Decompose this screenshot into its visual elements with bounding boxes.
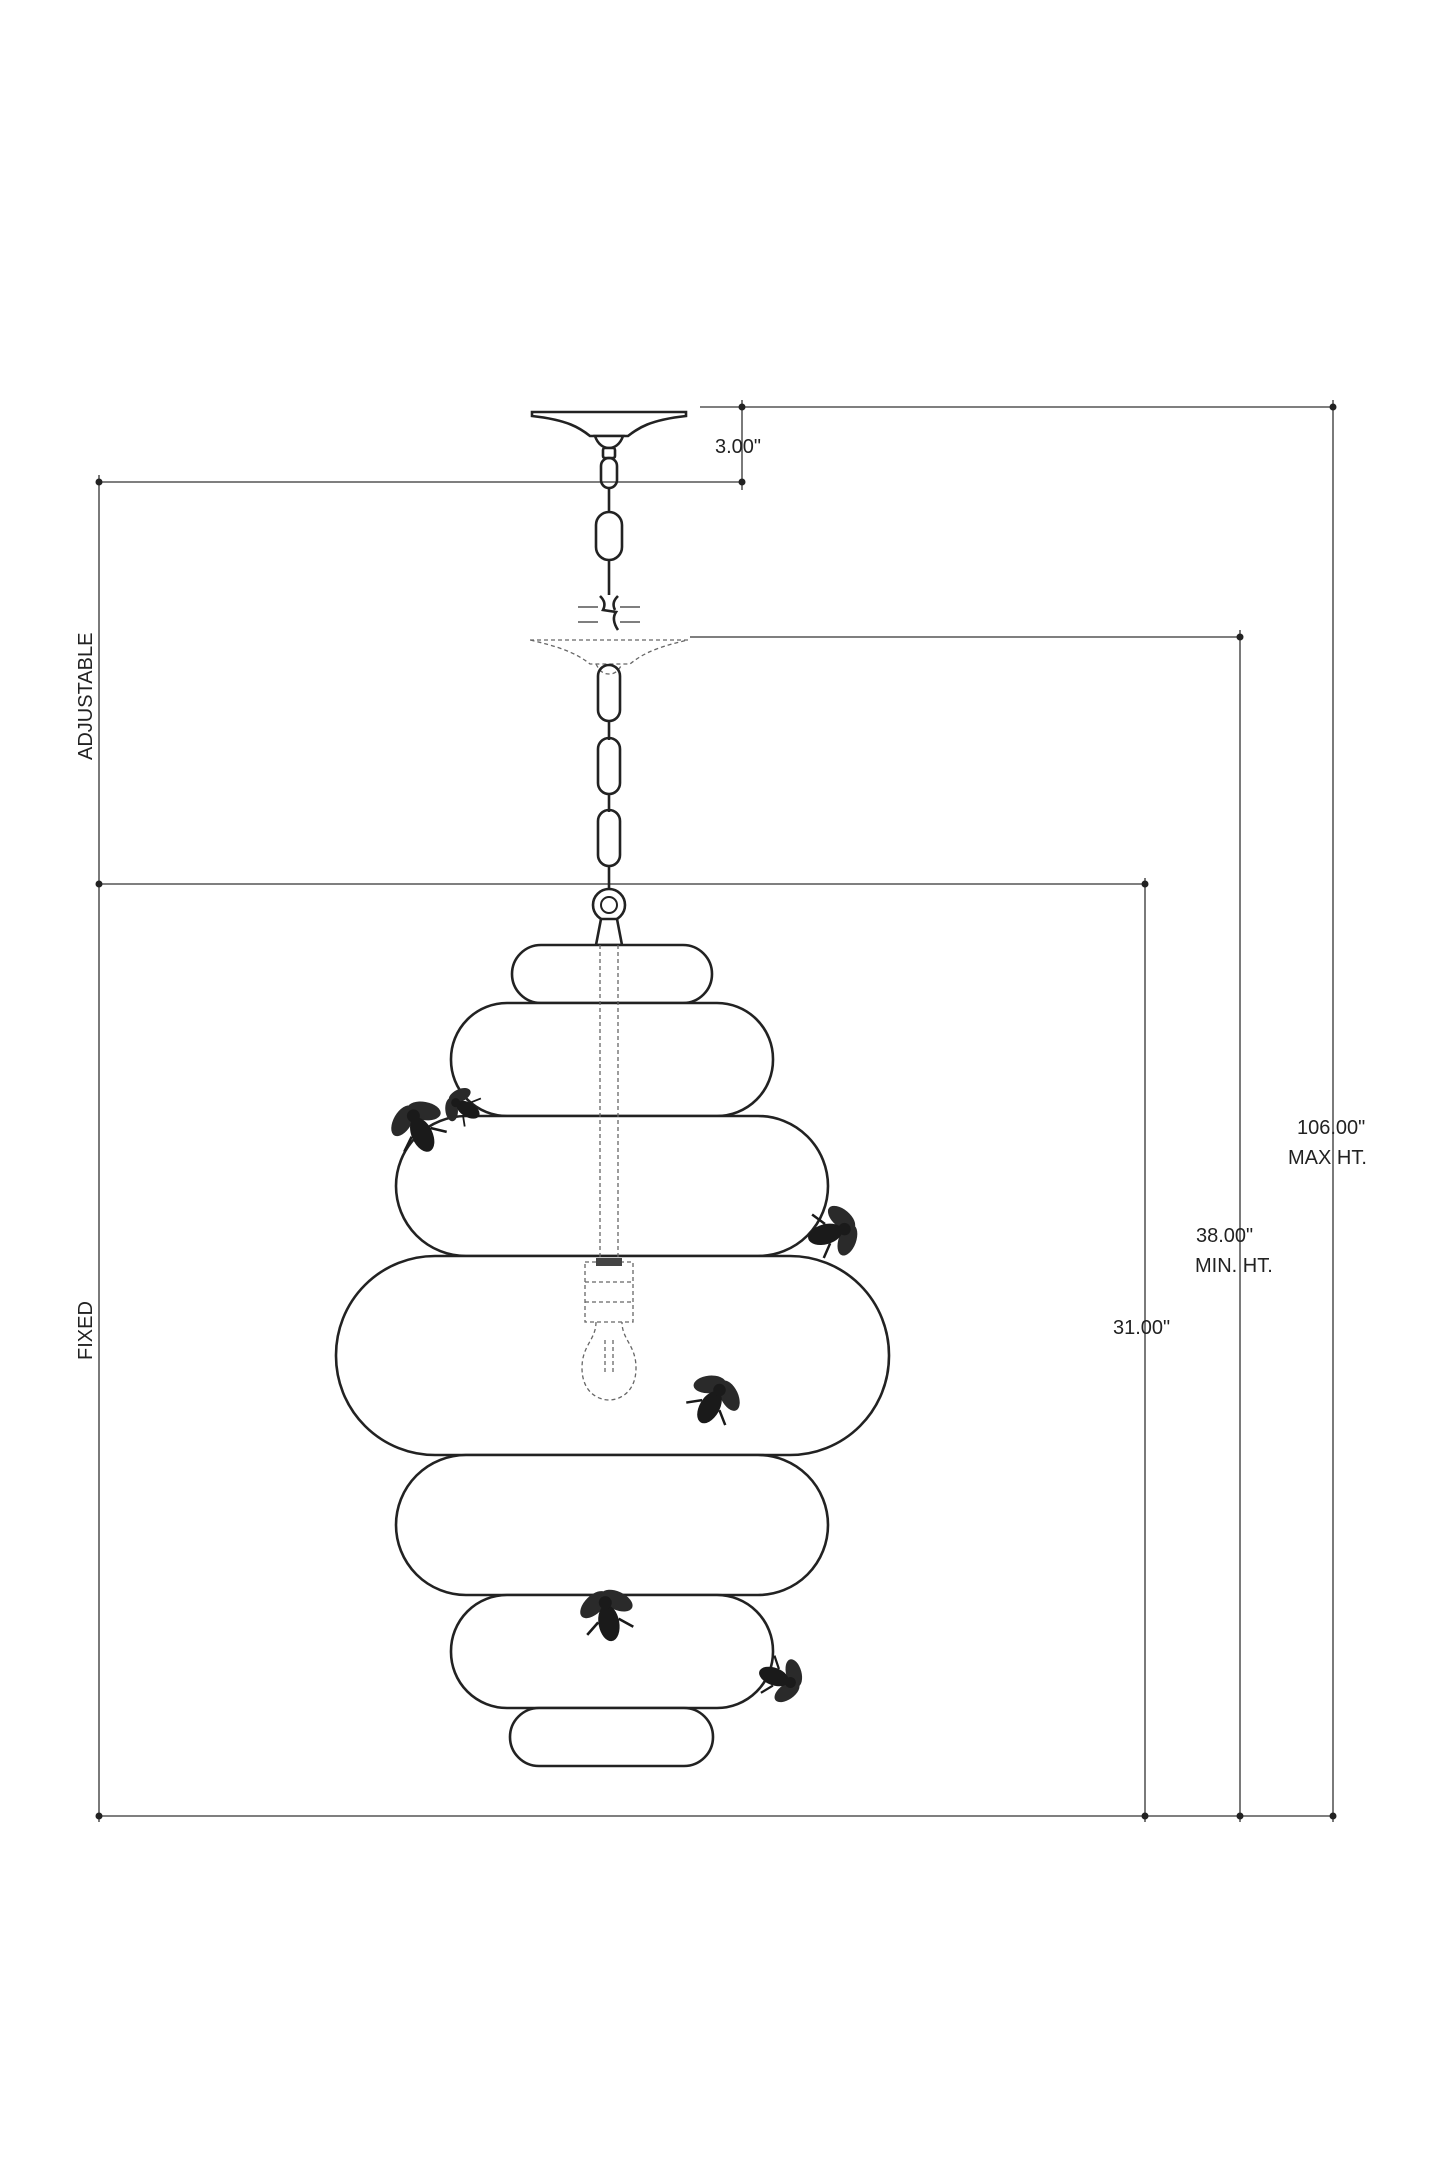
min-height-value: 38.00" — [1196, 1225, 1253, 1247]
chain-break-symbol — [578, 595, 640, 631]
min-height-label: MIN. HT. — [1195, 1255, 1273, 1277]
internal-socket-hidden-lines — [581, 945, 637, 1401]
ghost-canopy-min-height — [529, 639, 689, 675]
hive-tier-3 — [394, 1114, 830, 1258]
hive-tier-1 — [510, 943, 714, 1005]
hive-tier-5 — [394, 1453, 830, 1597]
fixed-label: FIXED — [75, 1301, 97, 1360]
hive-tier-2 — [449, 1001, 775, 1118]
max-height-label: MAX HT. — [1288, 1147, 1367, 1169]
ceiling-canopy — [530, 410, 688, 460]
adjustable-label: ADJUSTABLE — [75, 633, 97, 760]
dimension-lines — [95, 400, 1337, 1822]
max-height-value: 106.00" — [1297, 1117, 1365, 1139]
hanging-loop — [591, 887, 627, 947]
fixed-height-label: 31.00" — [1113, 1317, 1170, 1339]
chain-upper — [594, 456, 624, 595]
chain-lower — [596, 663, 622, 890]
canopy-height-label: 3.00" — [715, 436, 761, 458]
hive-shade — [334, 943, 891, 1768]
hive-tier-7 — [508, 1706, 715, 1768]
